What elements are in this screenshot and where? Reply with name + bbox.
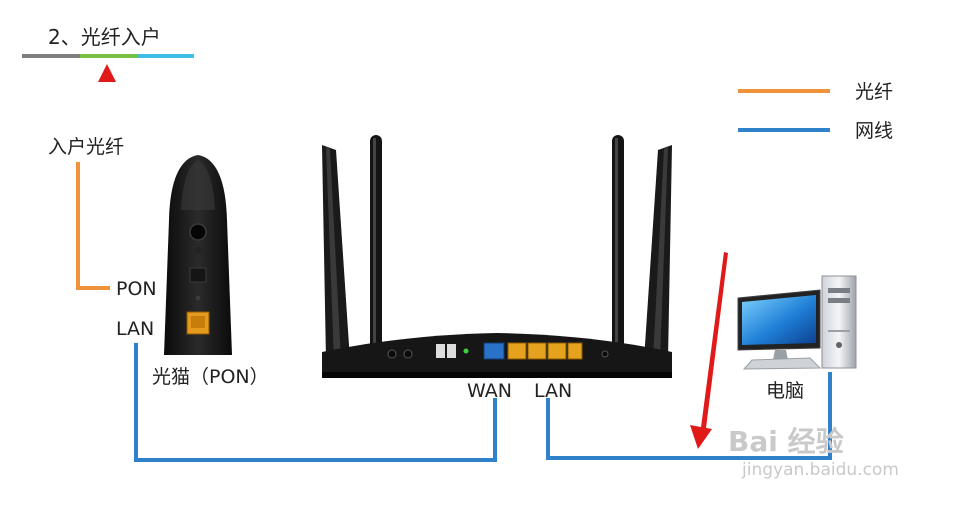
red-arrow-icon (690, 252, 728, 449)
legend-fiber-label: 光纤 (855, 81, 894, 103)
router-icon (322, 135, 672, 378)
tab-segment-cyan (138, 54, 194, 58)
step-tab-bar (22, 54, 194, 82)
optical-modem-icon (164, 155, 232, 355)
computer-label: 电脑 (766, 380, 805, 402)
router-lan-label: LAN (534, 380, 573, 402)
cable-lan-to-pc (546, 372, 832, 460)
modem-lan-label: LAN (116, 318, 155, 340)
modem-name-label: 光猫（PON） (152, 366, 269, 388)
watermark-brand: Bai 经验 (728, 425, 844, 458)
legend-cable-label: 网线 (855, 120, 894, 142)
active-step-marker-icon (98, 64, 116, 82)
watermark-url: jingyan.baidu.com (742, 460, 899, 480)
fiber-line (76, 162, 110, 290)
computer-icon (737, 275, 857, 370)
cable-modem-to-wan (134, 343, 497, 462)
pon-port-label: PON (116, 278, 157, 300)
step-title: 2、光纤入户 (48, 25, 161, 49)
fiber-in-label: 入户光纤 (48, 136, 125, 158)
tab-segment-gray (22, 54, 80, 58)
router-wan-label: WAN (467, 380, 512, 402)
tab-segment-green (80, 54, 138, 58)
